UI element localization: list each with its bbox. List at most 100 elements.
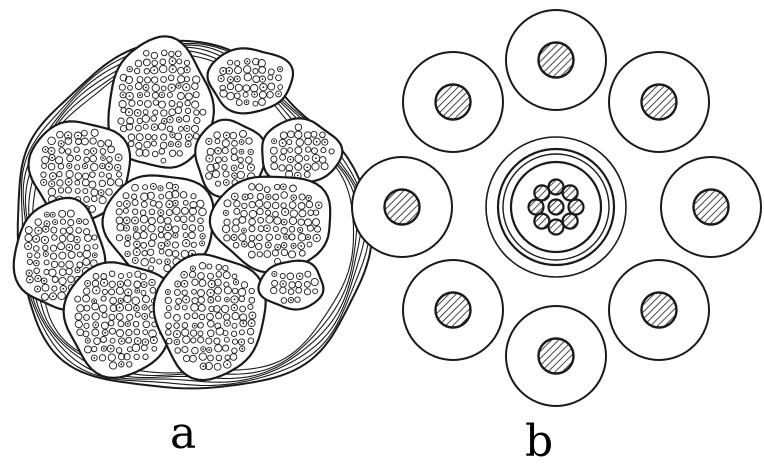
axon-dot bbox=[45, 149, 47, 151]
axon-dot bbox=[45, 253, 47, 255]
axon-dot bbox=[283, 221, 285, 223]
axon-dot bbox=[172, 134, 174, 136]
axon-dot bbox=[153, 339, 155, 341]
axon-dot bbox=[235, 281, 237, 283]
axon-dot bbox=[226, 364, 228, 366]
axon-dot bbox=[122, 94, 124, 96]
conductor-core bbox=[436, 85, 471, 120]
panel-label-b: b bbox=[525, 420, 553, 464]
axon-dot bbox=[126, 219, 128, 221]
axon-dot bbox=[202, 348, 204, 350]
axon-dot bbox=[246, 61, 248, 63]
axon-dot bbox=[163, 120, 165, 122]
axon-dot bbox=[217, 150, 219, 152]
axon-dot bbox=[137, 340, 139, 342]
axon-dot bbox=[274, 273, 276, 275]
axon-dot bbox=[52, 214, 54, 216]
fascicle bbox=[262, 118, 342, 182]
central-core bbox=[486, 137, 626, 277]
inner-strand bbox=[534, 214, 549, 229]
axon-dot bbox=[226, 322, 228, 324]
panel-b-cable-cross-section bbox=[352, 10, 761, 406]
insulated-conductor bbox=[506, 10, 606, 110]
axon-dot bbox=[278, 93, 280, 95]
axon-dot bbox=[101, 165, 103, 167]
axon-dot bbox=[175, 235, 177, 237]
fascicle bbox=[154, 254, 266, 380]
axon-dot bbox=[121, 340, 123, 342]
axon-dot bbox=[210, 292, 212, 294]
inner-strand bbox=[569, 200, 584, 215]
axon-dot bbox=[293, 245, 295, 247]
axon-dot bbox=[120, 363, 122, 365]
axon-dot bbox=[76, 239, 78, 241]
axon-dot bbox=[282, 142, 284, 144]
fascicle bbox=[208, 48, 294, 113]
panel-a-nerve-cross-section bbox=[14, 36, 372, 388]
axon-dot bbox=[230, 79, 232, 81]
inner-strand bbox=[534, 185, 549, 200]
axon-dot bbox=[62, 288, 64, 290]
axon-dot bbox=[277, 246, 279, 248]
axon-dot bbox=[241, 341, 243, 343]
axon-dot bbox=[290, 299, 292, 301]
axon-dot bbox=[175, 187, 177, 189]
insulated-conductor bbox=[403, 52, 503, 152]
axon-dot bbox=[185, 86, 187, 88]
axon-dot bbox=[220, 78, 222, 80]
axon-dot bbox=[290, 159, 292, 161]
axon-dot bbox=[194, 325, 196, 327]
axon-dot bbox=[153, 186, 155, 188]
axon-dot bbox=[28, 272, 30, 274]
inner-strand bbox=[563, 214, 578, 229]
conductor-core bbox=[385, 190, 420, 225]
axon-dot bbox=[242, 322, 244, 324]
axon-dot bbox=[186, 127, 188, 129]
axon-dot bbox=[37, 288, 39, 290]
axon-dot bbox=[236, 78, 238, 80]
axon-dot bbox=[293, 197, 295, 199]
axon-dot bbox=[187, 143, 189, 145]
axon-dot bbox=[306, 166, 308, 168]
axon-dot bbox=[178, 119, 180, 121]
axon-dot bbox=[77, 269, 79, 271]
axon-dot bbox=[233, 237, 235, 239]
axon-dot bbox=[300, 245, 302, 247]
axon-dot bbox=[167, 291, 169, 293]
axon-dot bbox=[192, 268, 194, 270]
axon-dot bbox=[102, 157, 104, 159]
axon-dot bbox=[284, 211, 286, 213]
conductor-core bbox=[642, 293, 677, 328]
axon-dot bbox=[127, 292, 129, 294]
axon-dot bbox=[135, 228, 137, 230]
axon-dot bbox=[153, 69, 155, 71]
axon-dot bbox=[279, 68, 281, 70]
insulated-conductor bbox=[661, 157, 761, 257]
axon-dot bbox=[267, 244, 269, 246]
axon-dot bbox=[228, 70, 230, 72]
axon-dot bbox=[127, 253, 129, 255]
axon-dot bbox=[268, 196, 270, 198]
axon-dot bbox=[172, 68, 174, 70]
axon-dot bbox=[46, 223, 48, 225]
axon-dot bbox=[29, 279, 31, 281]
inner-strand bbox=[549, 180, 564, 195]
axon-dot bbox=[299, 275, 301, 277]
axon-dot bbox=[175, 202, 177, 204]
axon-dot bbox=[283, 186, 285, 188]
inner-strand bbox=[529, 200, 544, 215]
axon-dot bbox=[95, 324, 97, 326]
conductor-core bbox=[436, 293, 471, 328]
axon-dot bbox=[169, 119, 171, 121]
axon-dot bbox=[93, 357, 95, 359]
axon-dot bbox=[110, 348, 112, 350]
axon-dot bbox=[87, 283, 89, 285]
axon-dot bbox=[186, 69, 188, 71]
axon-dot bbox=[226, 134, 228, 136]
axon-dot bbox=[127, 323, 129, 325]
axon-dot bbox=[36, 262, 38, 264]
axon-dot bbox=[178, 85, 180, 87]
inner-strand bbox=[549, 200, 564, 215]
conductor-core bbox=[694, 190, 729, 225]
axon-dot bbox=[119, 307, 121, 309]
